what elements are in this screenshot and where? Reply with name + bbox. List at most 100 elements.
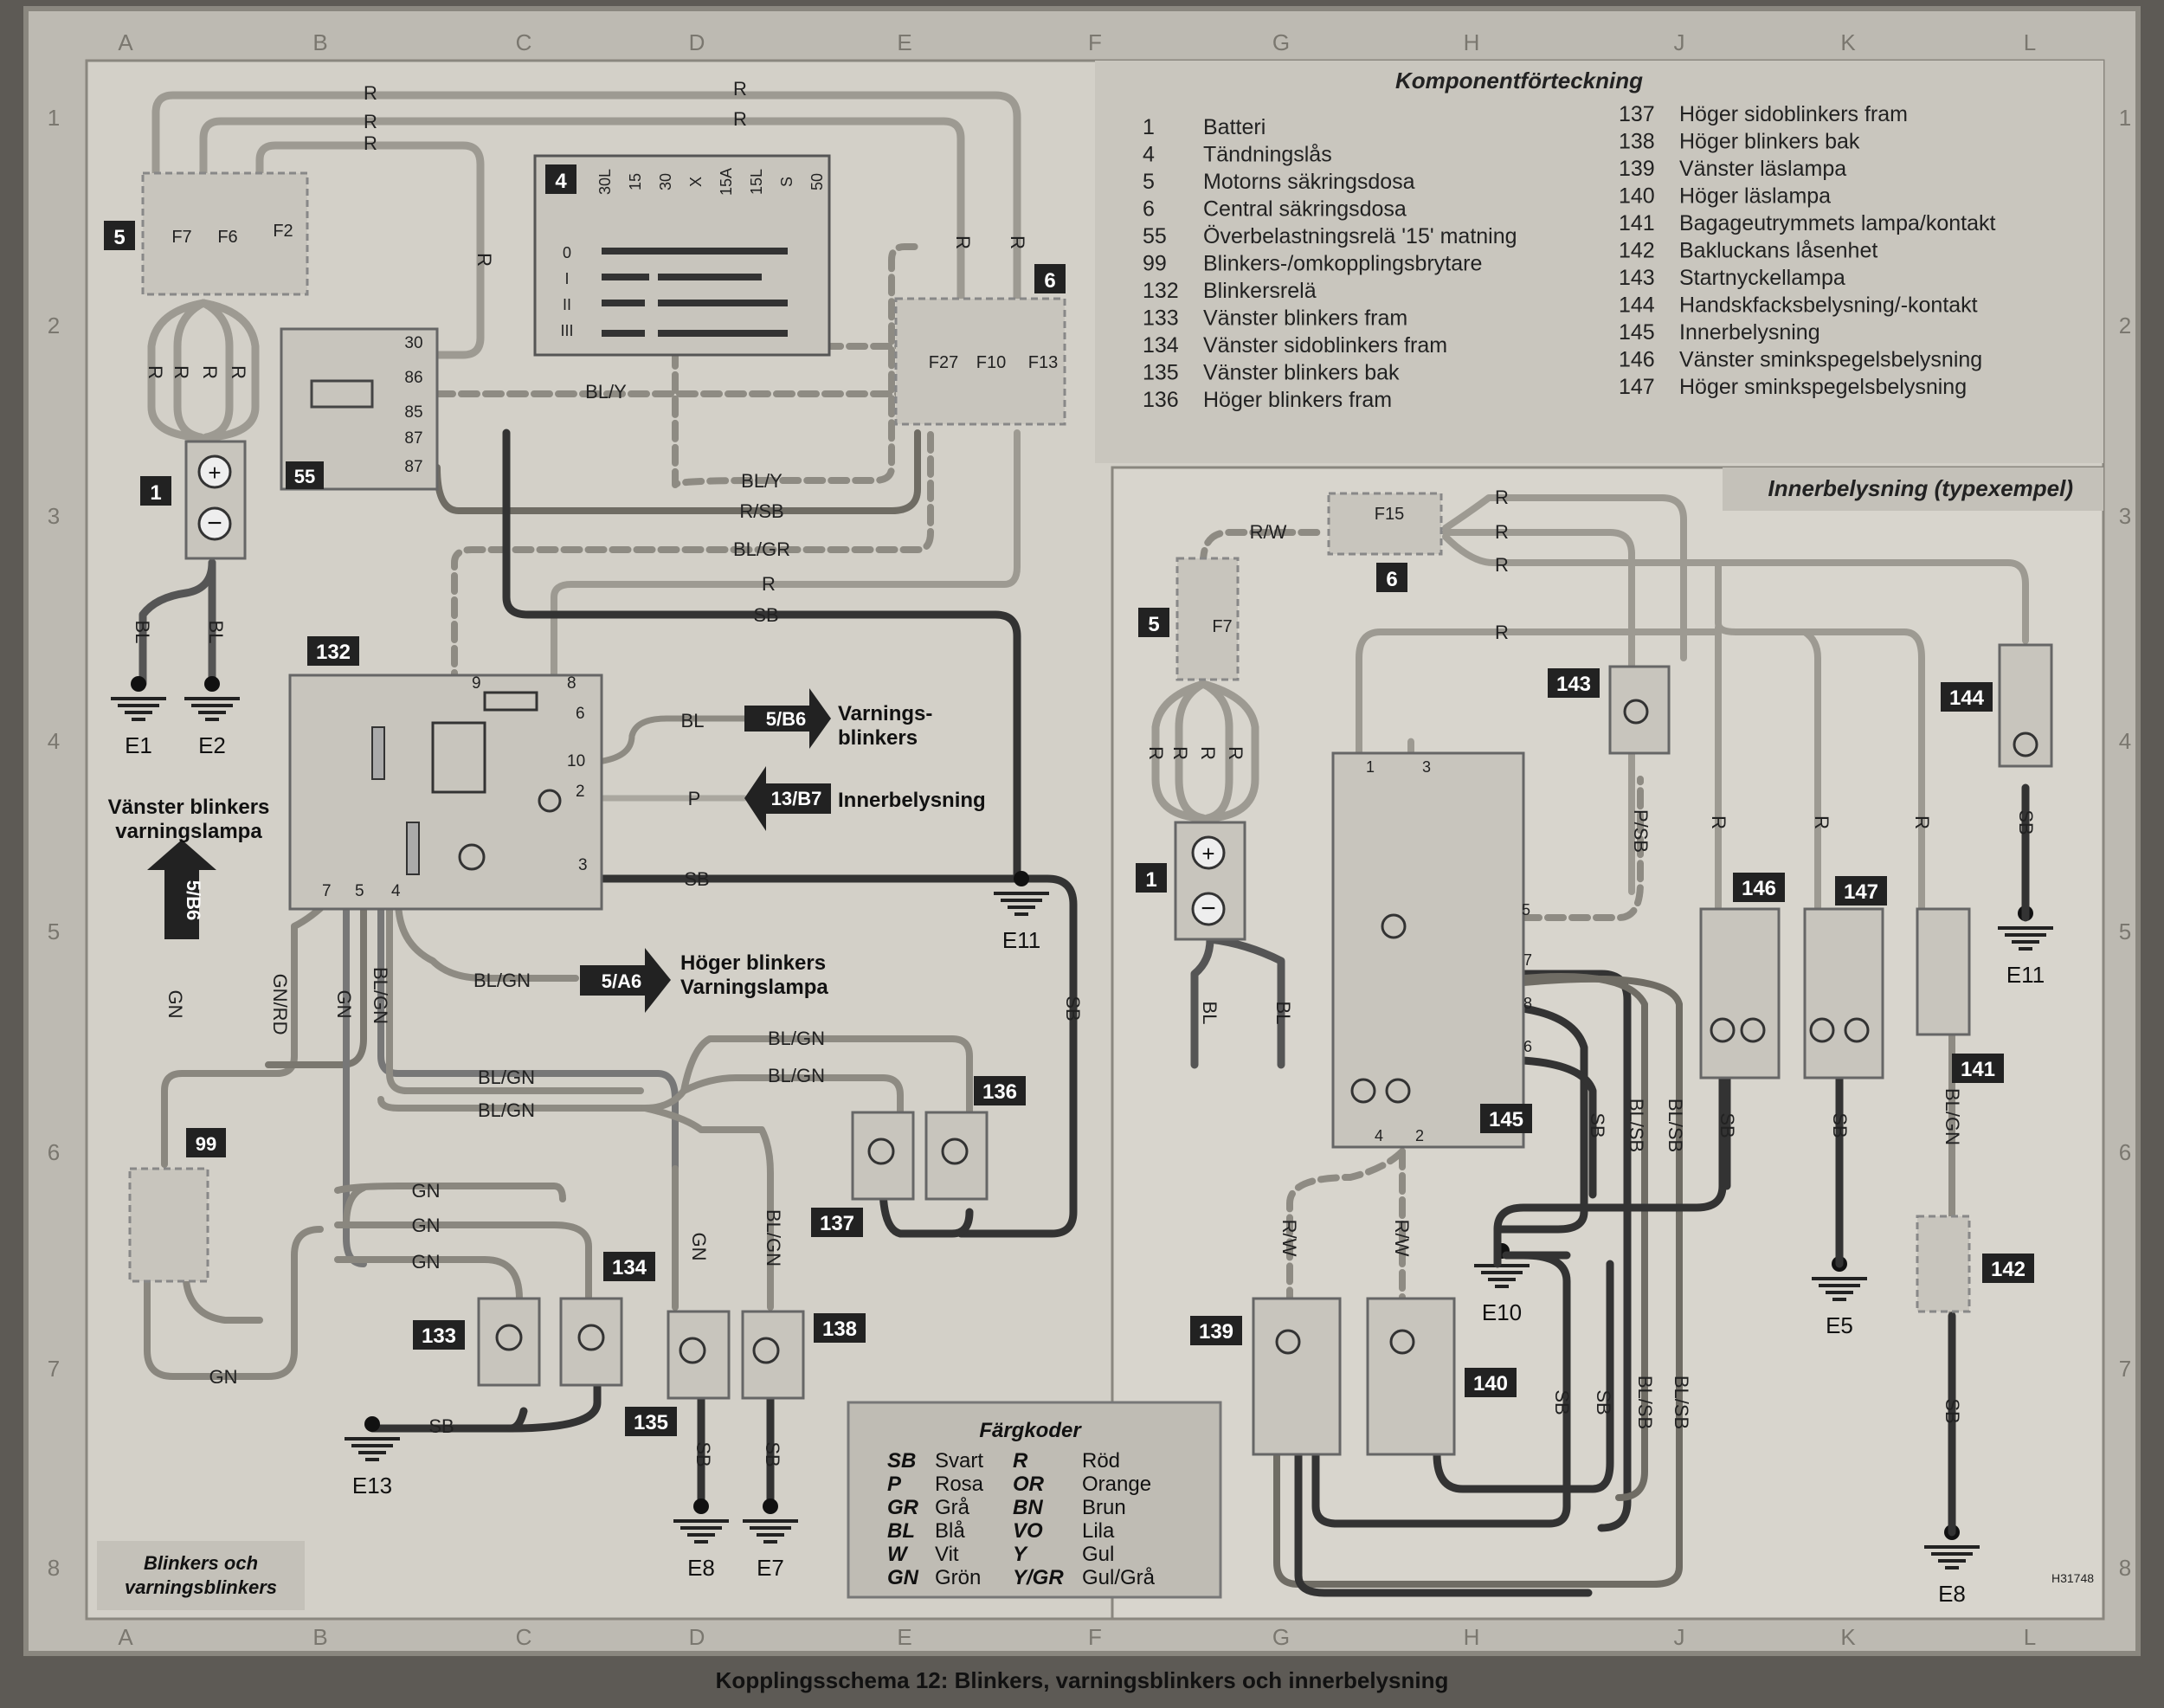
svg-text:1: 1 (150, 481, 161, 505)
ground-symbol: E13 (345, 1416, 400, 1499)
svg-text:7: 7 (1523, 951, 1532, 969)
svg-text:BL/Y: BL/Y (741, 470, 783, 492)
turn-switch-99: 99 (128, 1128, 226, 1283)
svg-text:R: R (1495, 521, 1509, 543)
ground-symbol: E10 (1474, 1243, 1530, 1325)
arrow-ref: 5/B6 (766, 708, 806, 730)
component-name: Bakluckans låsenhet (1679, 239, 1877, 263)
ground-node (763, 1499, 778, 1514)
arrow-label: varningslampa (115, 820, 262, 843)
svg-text:R: R (733, 108, 747, 130)
ground-label: E7 (757, 1555, 784, 1581)
svg-text:+: + (208, 460, 221, 486)
svg-text:BL/SB: BL/SB (1665, 1099, 1686, 1152)
arrow-label: Innerbelysning (838, 789, 986, 812)
panel-title-line: varningsblinkers (125, 1576, 277, 1598)
component-list-panel (1095, 61, 2103, 463)
grid-row-label: 2 (2119, 313, 2131, 338)
svg-text:6: 6 (576, 705, 585, 723)
fuse-box-5: 5 F7 F6 F2 (104, 171, 309, 296)
color-code: GN (887, 1566, 919, 1589)
component-name: Vänster blinkers fram (1203, 306, 1407, 331)
svg-text:R: R (952, 235, 974, 249)
ground-symbol: E2 (184, 676, 240, 758)
right-vertical-labels: R R R R BL BL P/SB R R R SB SB BL/SB BL/… (1145, 746, 2037, 1429)
svg-text:R: R (1225, 746, 1246, 760)
svg-text:SB: SB (2015, 809, 2037, 835)
arrow-interior-lighting: 13/B7 Innerbelysning (744, 766, 986, 831)
grid-row-label: 5 (2119, 918, 2131, 944)
svg-text:BL/GN: BL/GN (763, 1209, 784, 1266)
component-number: 140 (1619, 184, 1655, 209)
component-number: 133 (1143, 306, 1179, 331)
svg-text:F15: F15 (1375, 505, 1404, 524)
left-wiring (138, 91, 1078, 1511)
grid-row-label: 6 (2119, 1139, 2131, 1165)
right-wire-labels: R/W RRR R (1250, 487, 1509, 643)
grid-col-label: E (897, 29, 911, 55)
svg-text:BL/SB: BL/SB (1634, 1376, 1656, 1429)
svg-text:133: 133 (422, 1325, 456, 1348)
ground-label: E10 (1482, 1299, 1522, 1325)
color-name: Röd (1082, 1449, 1120, 1473)
ignition-terminal-label: 15L (748, 169, 765, 195)
component-name: Handskfacksbelysning/-kontakt (1679, 293, 1978, 318)
color-code-title: Färgkoder (979, 1419, 1082, 1442)
svg-text:SB: SB (692, 1441, 714, 1466)
lamp-136: 136 (924, 1076, 1026, 1201)
svg-text:R: R (1708, 815, 1729, 829)
lamp-135: 135 (625, 1310, 731, 1436)
component-name: Höger blinkers bak (1679, 130, 1860, 154)
fuse-box-5-right: F7 5 (1138, 557, 1240, 681)
svg-text:P/SB: P/SB (1630, 809, 1652, 853)
component-number: 6 (1143, 197, 1155, 222)
ground-symbol: E8 (673, 1499, 729, 1581)
component-number: 143 (1619, 266, 1655, 290)
ground-label: E5 (1826, 1312, 1853, 1338)
svg-text:5: 5 (355, 882, 364, 900)
grid-row-label: 2 (48, 313, 60, 338)
svg-text:BL: BL (1199, 1002, 1220, 1025)
svg-text:F7: F7 (1212, 617, 1232, 636)
component-name: Bagageutrymmets lampa/kontakt (1679, 211, 1996, 235)
svg-text:137: 137 (820, 1212, 854, 1235)
ground-label: E1 (125, 732, 152, 758)
grid-col-label: C (516, 29, 532, 55)
color-name: Rosa (935, 1473, 984, 1496)
arrow-warning-lights: 5/B6 Varnings- blinkers (744, 688, 932, 750)
svg-text:R: R (1145, 746, 1167, 760)
svg-text:136: 136 (982, 1080, 1017, 1104)
grid-row-label: 8 (48, 1555, 60, 1581)
ground-label: E11 (2006, 962, 2045, 988)
ground-label: E13 (352, 1473, 392, 1499)
svg-text:141: 141 (1961, 1058, 1995, 1081)
component-name: Vänster läslampa (1679, 157, 1846, 181)
svg-text:142: 142 (1991, 1258, 2026, 1281)
svg-text:5: 5 (1522, 901, 1530, 918)
lamp-137: 137 (811, 1111, 915, 1237)
svg-text:135: 135 (634, 1411, 668, 1434)
arrow-ref: 5/A6 (602, 970, 641, 992)
svg-text:132: 132 (316, 641, 351, 664)
component-name: Vänster blinkers bak (1203, 361, 1400, 385)
svg-text:BL/GR: BL/GR (733, 538, 790, 560)
svg-text:BL: BL (132, 621, 153, 644)
color-code: VO (1013, 1519, 1043, 1543)
grid-row-label: 1 (2119, 105, 2131, 131)
arrow-left-lamp: 5/B6 Vänster blinkers varningslampa (108, 796, 269, 939)
grid-col-label: J (1674, 29, 1685, 55)
battery-1: + − 1 (140, 440, 247, 560)
color-name: Grå (935, 1496, 970, 1519)
component-number: 132 (1143, 279, 1179, 303)
ground-symbol: E11 (994, 871, 1049, 953)
svg-text:+: + (1201, 841, 1214, 867)
component-name: Startnyckellampa (1679, 266, 1845, 290)
color-name: Blå (935, 1519, 965, 1543)
svg-text:R: R (228, 365, 249, 379)
svg-text:SB: SB (1942, 1398, 1963, 1423)
color-code: W (887, 1543, 909, 1566)
component-number: 134 (1143, 333, 1179, 358)
svg-text:GN: GN (412, 1180, 441, 1202)
svg-text:1: 1 (1145, 868, 1156, 892)
